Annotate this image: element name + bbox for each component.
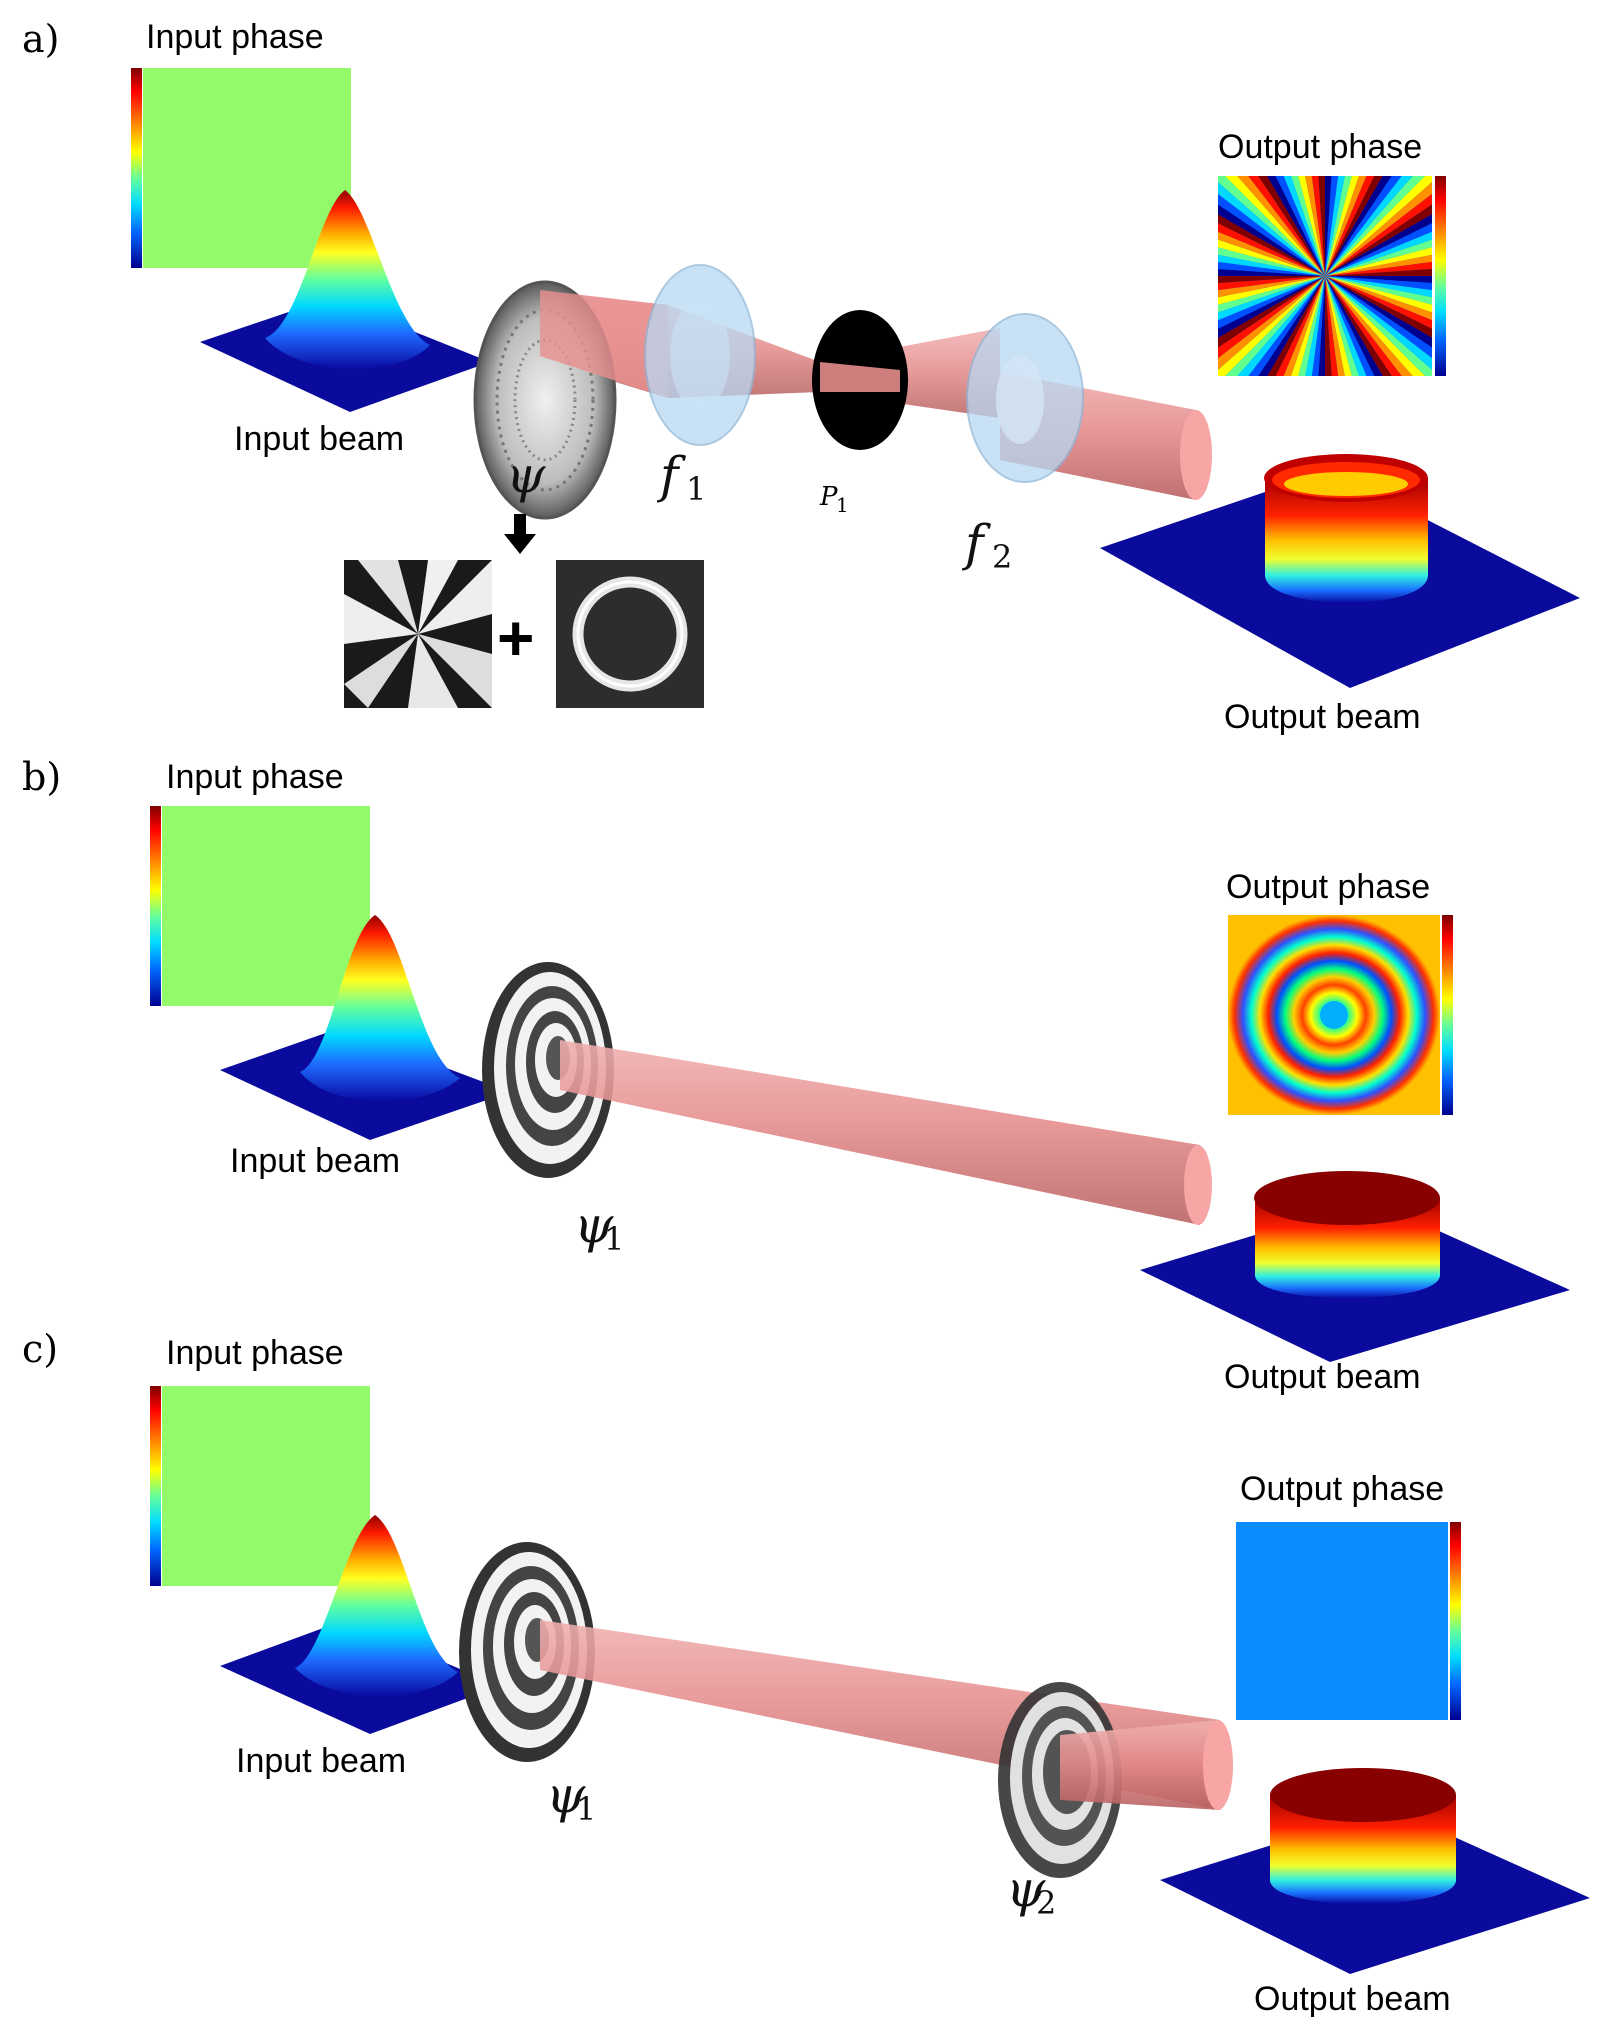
vortex-wedge [1325,231,1432,276]
psi1-subscript: 1 [604,1220,624,1258]
output-beam-plot [1100,454,1580,688]
f2-symbol: f [961,514,991,572]
panel-letter: a) [22,17,59,61]
psi1-symbol: ψ [546,1766,586,1824]
vortex-wedge [1325,276,1432,321]
input-phase-label: Input phase [166,1334,344,1372]
output-phase-label: Output phase [1218,128,1422,166]
vortex-wedge [1298,276,1325,376]
output-phase-label: Output phase [1240,1470,1444,1508]
vortex-wedge [1275,176,1325,276]
input-phase-label: Input phase [166,758,344,796]
beam-path [560,1040,1212,1225]
vortex-wedge [1325,276,1432,376]
input-beam-plot [220,915,510,1140]
output-beam-plot [1160,1768,1590,1974]
beam-end-face [1203,1720,1233,1810]
p1-symbol: P [819,482,838,512]
output-phase-map [1236,1522,1448,1720]
vortex-wedge [1248,176,1325,276]
output-beam-label: Output beam [1224,1358,1421,1396]
input-beam-label: Input beam [234,420,404,458]
down-arrow-icon [504,514,536,554]
panel-a: a) Input phase Input beam [22,17,1580,736]
f1-subscript: 1 [686,470,706,508]
colorbar [1442,915,1453,1115]
output-phase-label: Output phase [1226,868,1430,906]
vortex-wedge [1218,176,1325,276]
input-phase-label: Input phase [146,18,324,56]
ring-pattern [556,560,704,708]
panel-b: b) Input phase Input beam ψ 1 Output pha… [22,755,1570,1396]
vortex-wedge [1325,276,1425,376]
input-phase-map [162,1386,370,1586]
vortex-wedge [1225,176,1325,276]
input-phase-map [143,68,351,268]
input-beam-label: Input beam [230,1142,400,1180]
panel-letter: b) [22,755,61,799]
psi1-subscript: 1 [576,1790,596,1828]
output-beam-label: Output beam [1254,1980,1451,2017]
vortex-wedge [1218,276,1325,359]
colorbar [131,68,142,268]
psi2-symbol: ψ [1006,1860,1046,1918]
vortex-phase-pattern [344,560,492,708]
colorbar [1435,176,1446,376]
vortex-wedge [1325,276,1402,376]
vortex-wedge [1218,231,1325,276]
vortex-wedge [1218,239,1325,276]
phase-plate-psi1 [482,962,614,1178]
f1-symbol: f [656,446,686,504]
vortex-wedge [1275,276,1325,376]
colorbar [1450,1522,1461,1720]
vortex-wedge [1325,276,1432,305]
input-beam-label: Input beam [236,1742,406,1780]
output-beam-label: Output beam [1224,698,1421,736]
f2-subscript: 2 [992,538,1012,576]
vortex-wedge [1325,176,1432,276]
beam-end-face [1184,1145,1212,1225]
psi-symbol: ψ [506,446,546,504]
beam-end-face [1180,410,1212,500]
vortex-wedge [1325,276,1432,313]
vortex-wedge [1325,276,1432,359]
plus-icon: + [497,602,534,674]
vortex-wedge [1325,176,1352,276]
input-phase-map [162,806,370,1006]
colorbar [150,806,161,1006]
panel-letter: c) [22,1327,58,1371]
svg-text:+: + [497,602,534,674]
vortex-wedge [1248,276,1325,376]
output-phase-map [1218,176,1432,376]
vortex-wedge [1325,276,1375,376]
vortex-wedge [1218,276,1325,376]
vortex-wedge [1298,176,1325,276]
p1-subscript: 1 [836,493,849,517]
vortex-wedge [1218,276,1325,321]
colorbar [150,1386,161,1586]
vortex-wedge [1325,176,1402,276]
vortex-wedge [1325,176,1375,276]
psi2-subscript: 2 [1036,1884,1056,1922]
psi1-symbol: ψ [574,1196,614,1254]
input-beam-plot [220,1515,500,1734]
output-phase-map [1228,915,1440,1115]
output-beam-plot [1140,1171,1570,1362]
vortex-wedge [1325,276,1432,370]
input-beam-plot [200,190,490,412]
panel-c: c) Input phase Input beam [22,1327,1590,2018]
vortex-wedge [1325,276,1352,376]
